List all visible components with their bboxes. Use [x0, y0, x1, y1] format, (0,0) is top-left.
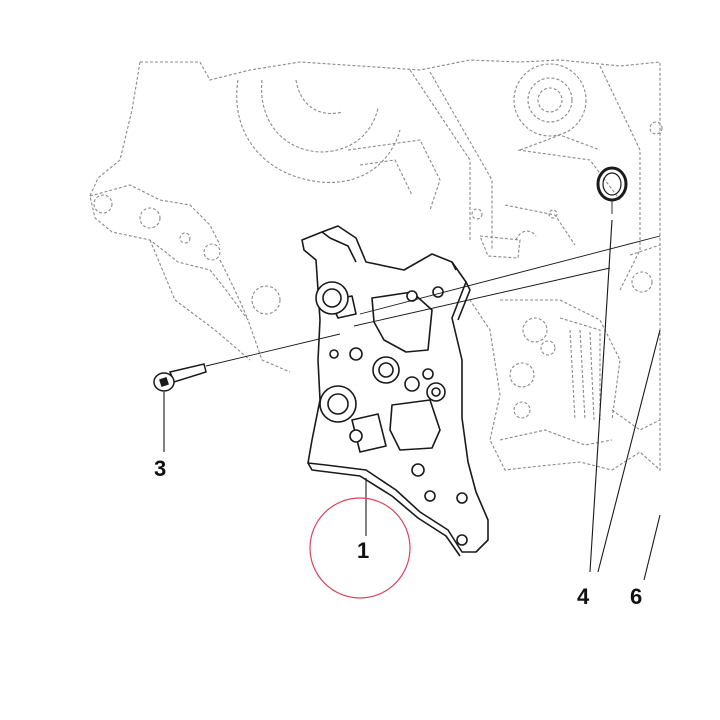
- highlight-circle: [309, 497, 411, 599]
- cover-plate-part: [301, 225, 489, 557]
- bolt-part: [153, 363, 207, 392]
- callout-label-1: 1: [357, 538, 370, 563]
- callout-label-3: 3: [154, 456, 167, 481]
- engine-block: [89, 59, 663, 472]
- callout-label-4: 4: [577, 584, 590, 609]
- o-ring-part: [596, 166, 628, 202]
- callout-leaders: [163, 219, 661, 581]
- callout-label-6: 6: [630, 584, 643, 609]
